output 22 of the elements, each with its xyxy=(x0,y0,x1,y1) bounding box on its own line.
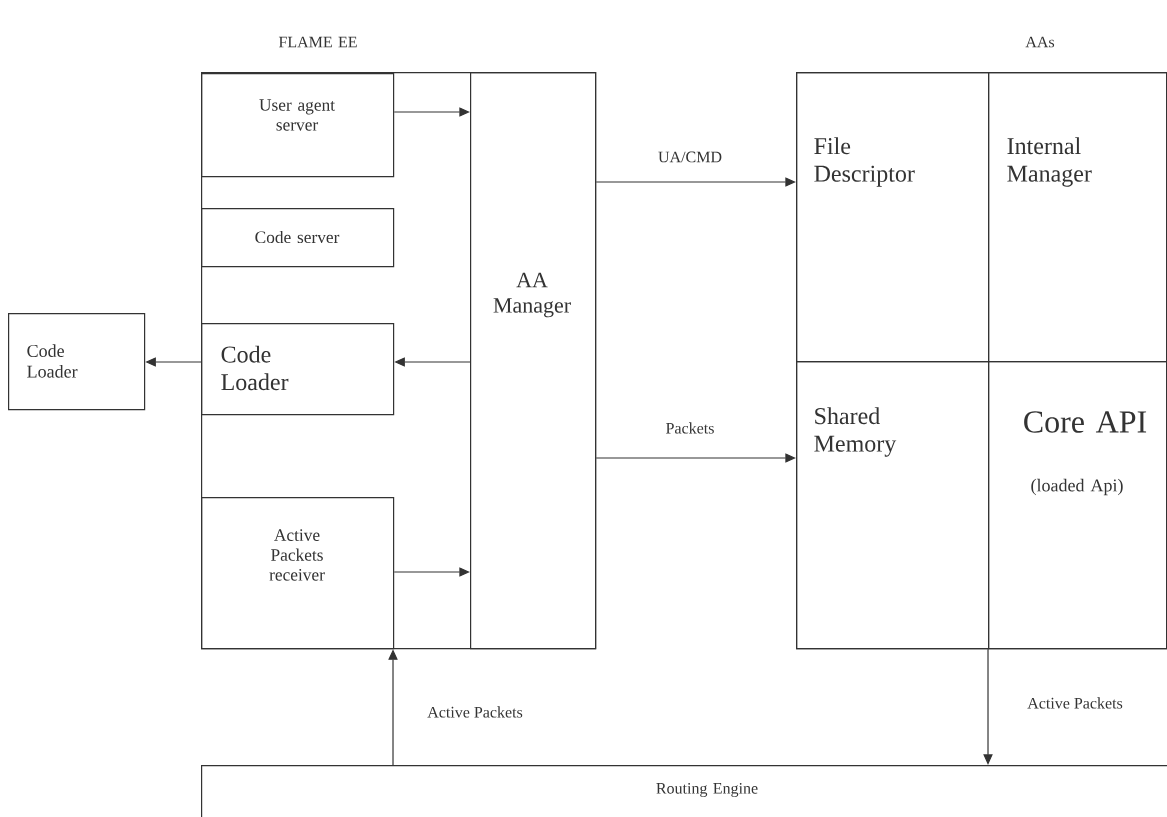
component-box: User agent server xyxy=(201,73,395,178)
arrow xyxy=(983,648,993,765)
engine-box: Routing Engine xyxy=(201,765,1167,817)
component-box: File Descriptor xyxy=(796,72,990,363)
component-box: Code Loader xyxy=(8,313,146,411)
arrow xyxy=(393,567,470,577)
node-label: FLAME EE xyxy=(278,36,357,48)
edge-label: Active Packets xyxy=(1025,696,1125,710)
component-box: Internal Manager xyxy=(988,72,1167,363)
component-box: Code server xyxy=(201,208,395,268)
component-box: Shared Memory xyxy=(796,361,990,650)
component-box: Active Packets receiver xyxy=(201,497,395,650)
arrow xyxy=(595,177,796,187)
component-box: AA Manager xyxy=(470,72,597,650)
node-label: AAs xyxy=(1025,36,1055,48)
edge-label: UA/CMD xyxy=(656,150,724,164)
arrow xyxy=(595,453,796,463)
component-box: Core API (loaded Api) xyxy=(988,361,1167,650)
arrow xyxy=(393,107,470,117)
edge-label: Packets xyxy=(664,421,716,435)
component-box: Code Loader xyxy=(201,323,395,416)
edge-label: Active Packets xyxy=(425,705,525,719)
